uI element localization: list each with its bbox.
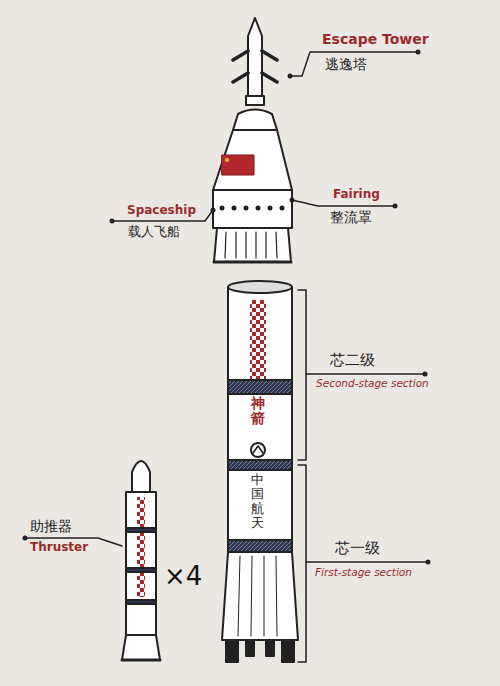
part-name: 载人飞船 bbox=[128, 225, 180, 240]
part-name: Escape Tower bbox=[322, 31, 429, 47]
section-name: 芯二级 bbox=[330, 352, 375, 369]
part-name: 助推器 bbox=[30, 518, 72, 534]
part-name: 逃逸塔 bbox=[325, 56, 367, 72]
section-name: Second-stage section bbox=[316, 377, 429, 389]
part-name: Spaceship bbox=[127, 204, 196, 218]
section-name: 芯一级 bbox=[335, 540, 380, 557]
part-name: 整流罩 bbox=[330, 209, 372, 225]
rocket-marking: 神箭 bbox=[251, 396, 265, 427]
part-name: Thruster bbox=[30, 541, 88, 555]
count-label: ×4 bbox=[164, 562, 202, 592]
part-name: Fairing bbox=[333, 188, 380, 202]
rocket-marking: 中国航天 bbox=[251, 473, 264, 530]
section-name: First-stage section bbox=[315, 566, 412, 578]
